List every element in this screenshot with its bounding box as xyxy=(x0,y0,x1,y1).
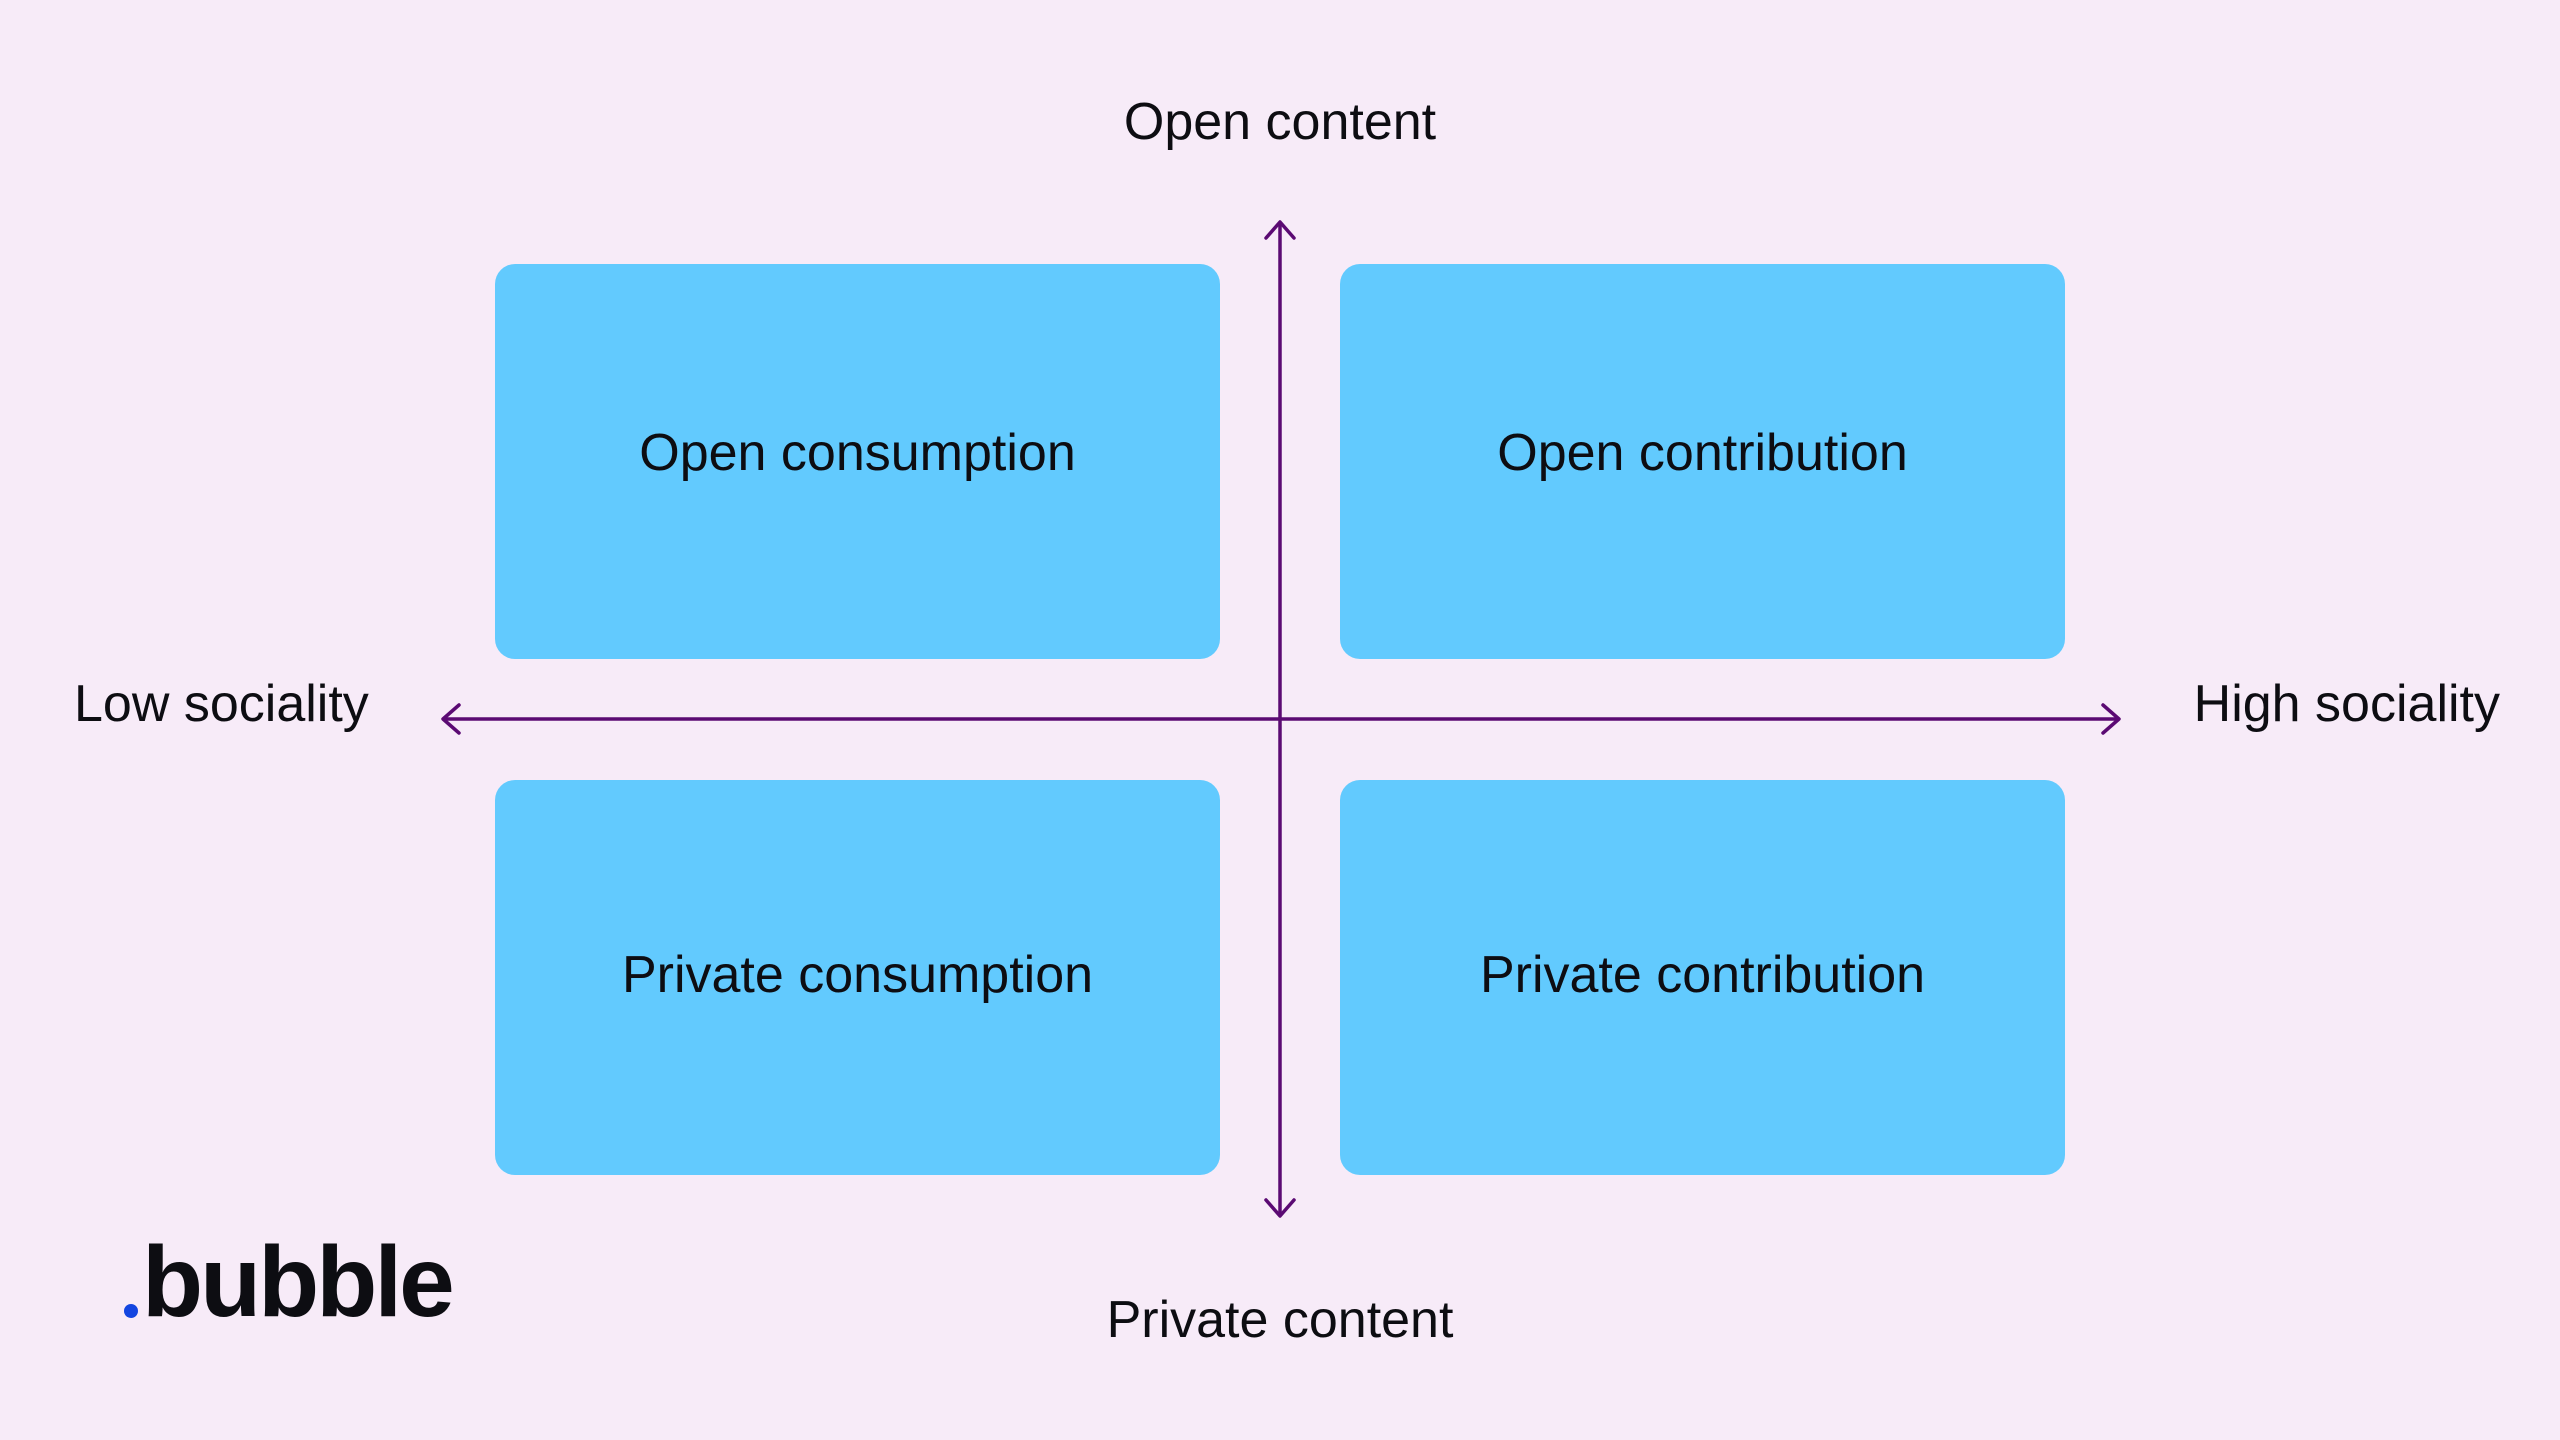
quadrant-label: Private contribution xyxy=(1479,945,1926,1004)
arrow-right-icon xyxy=(2101,703,2121,735)
axis-label-low-sociality: Low sociality xyxy=(74,675,369,733)
arrow-left-icon xyxy=(441,703,461,735)
axis-label-high-sociality: High sociality xyxy=(2193,675,2500,733)
quadrant-label: Open contribution xyxy=(1497,423,1908,482)
axis-label-private-content: Private content xyxy=(1106,1291,1454,1349)
quadrant-label: Private consumption xyxy=(621,945,1094,1004)
arrow-down-icon xyxy=(1264,1198,1296,1218)
arrow-up-icon xyxy=(1264,220,1296,240)
bubble-logo: bubble xyxy=(124,1226,455,1338)
quadrant-private-contribution: Private contribution xyxy=(1340,780,2065,1175)
quadrant-label: Open consumption xyxy=(639,423,1076,482)
dot-icon xyxy=(124,1304,138,1318)
quadrant-private-consumption: Private consumption xyxy=(495,780,1220,1175)
logo-wordmark: bubble xyxy=(142,1226,455,1338)
quadrant-open-consumption: Open consumption xyxy=(495,264,1220,659)
axis-label-open-content: Open content xyxy=(1123,93,1437,151)
quadrant-open-contribution: Open contribution xyxy=(1340,264,2065,659)
